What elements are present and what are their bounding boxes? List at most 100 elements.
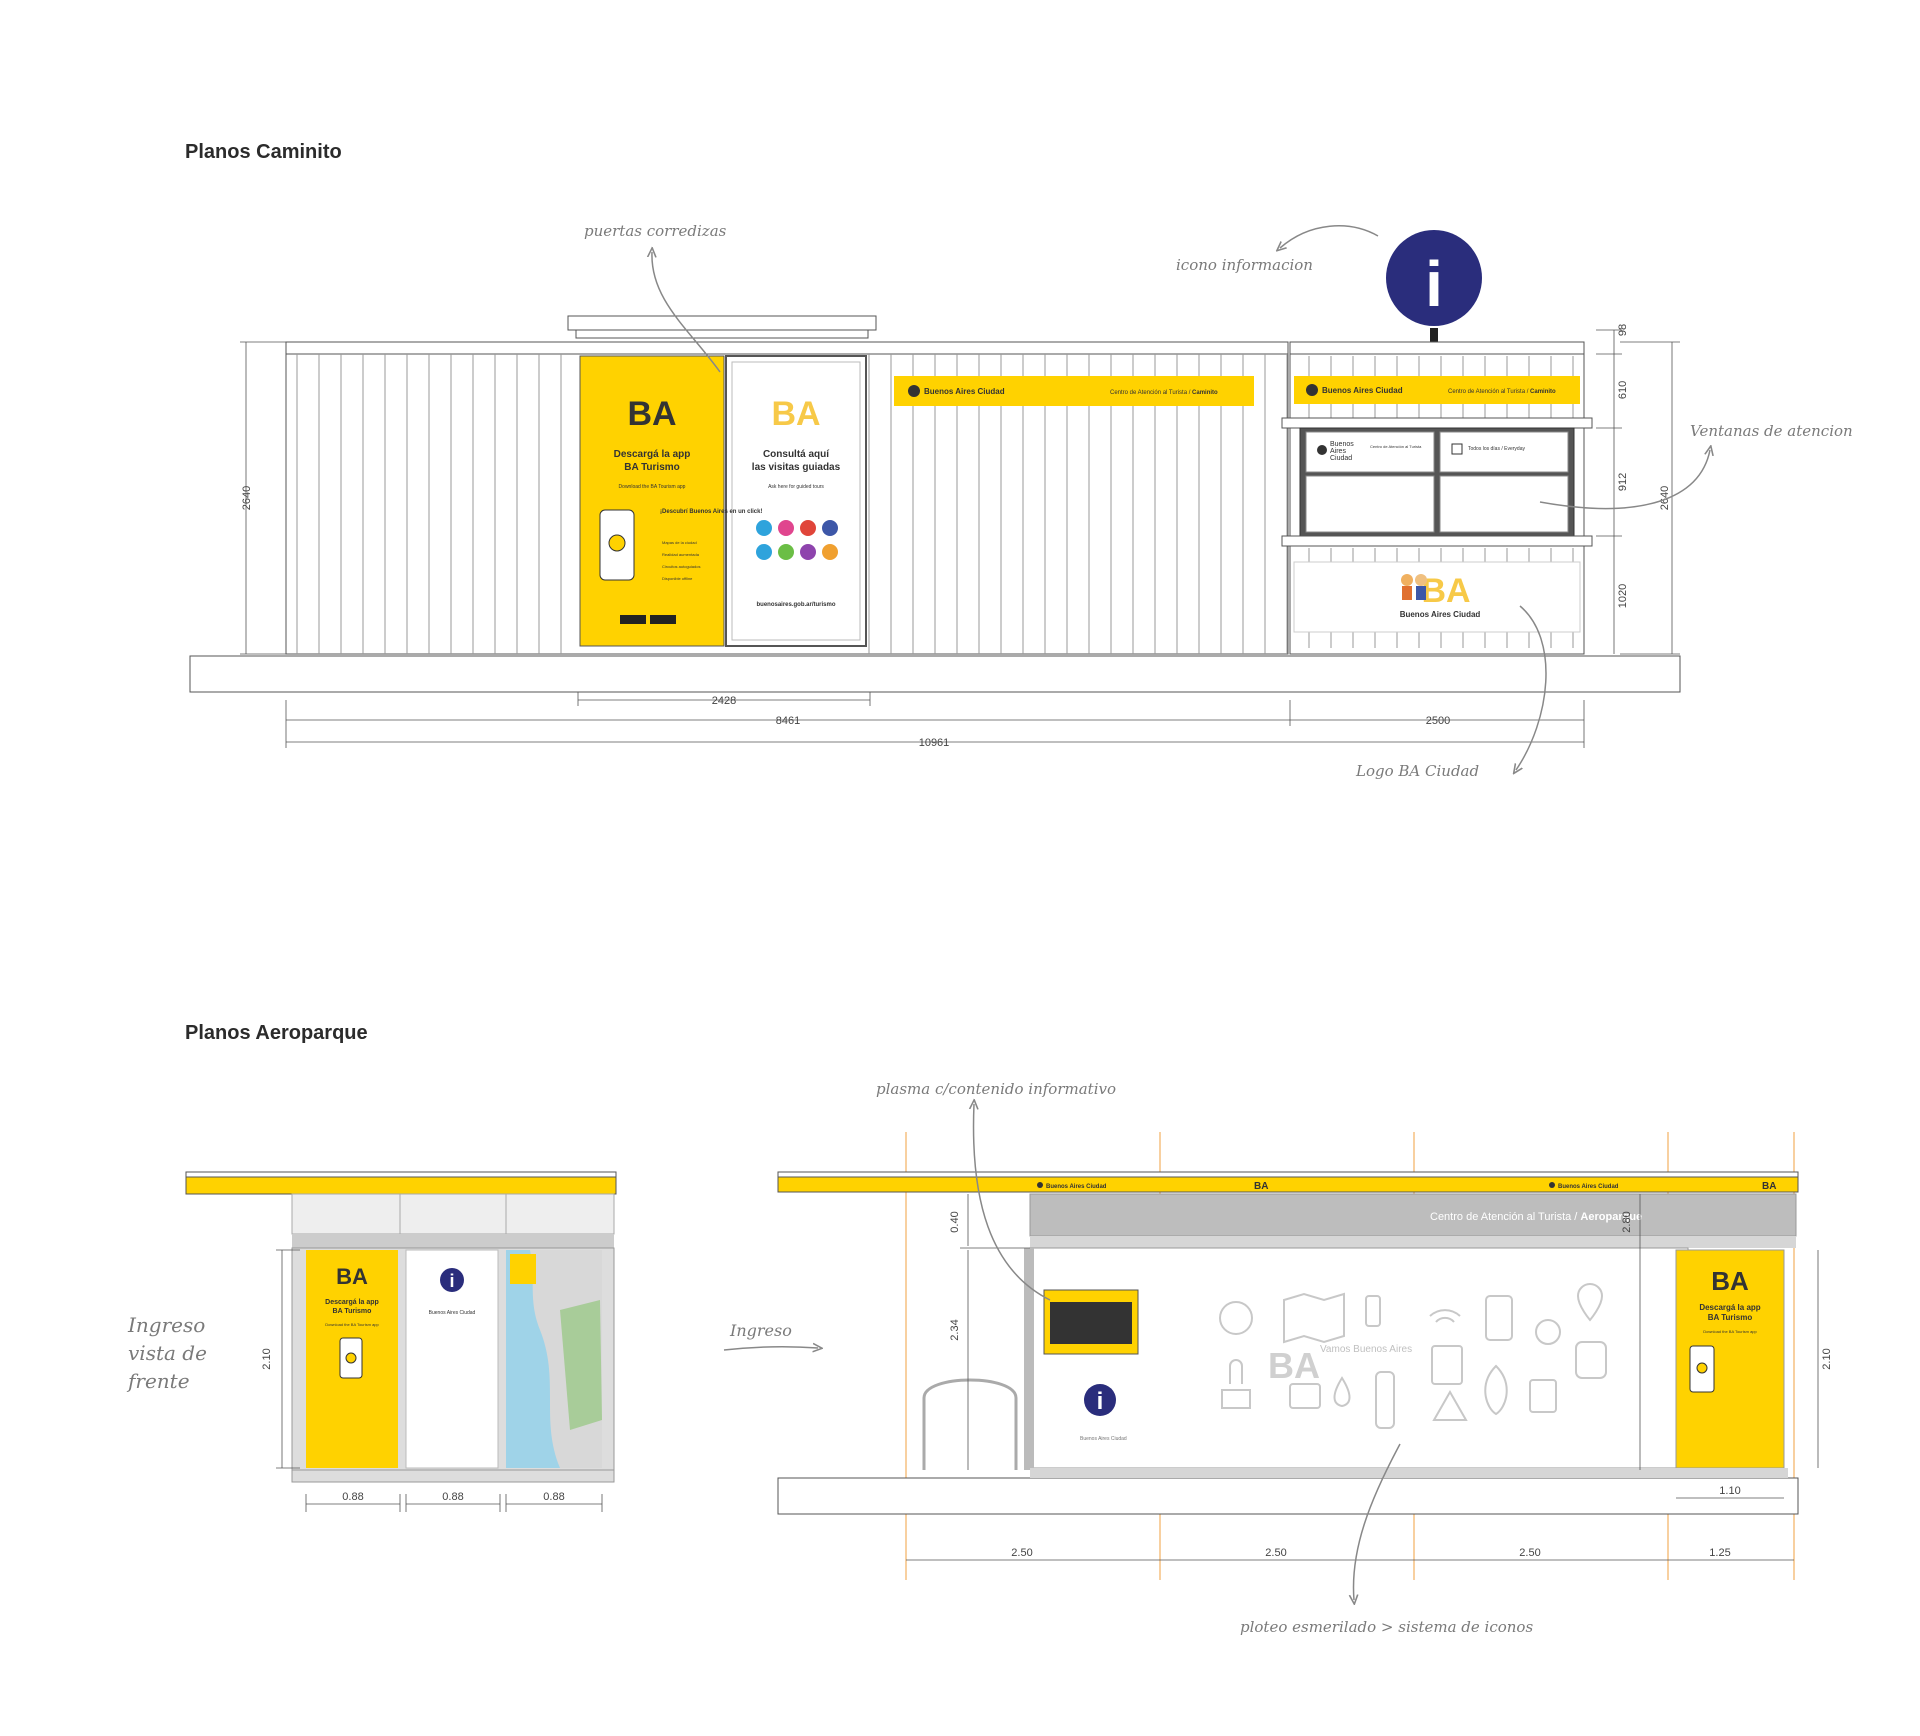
note-entry-front: Ingreso vista de frente: [126, 1313, 213, 1393]
dim-98: 98: [1617, 324, 1629, 336]
center-sign: [894, 376, 1254, 406]
dim-2428: 2428: [712, 695, 736, 707]
arrow-windows: [1539, 450, 1710, 510]
chat-icon: [1289, 1383, 1321, 1409]
side-app-line1: Descargá la app: [1699, 1303, 1760, 1312]
calendar-icon: [1451, 443, 1463, 455]
window-brand: Buenos: [1330, 441, 1354, 448]
side-fascia: [1029, 1193, 1797, 1237]
note-info-icon: icono informacion: [1176, 256, 1313, 274]
wheelchair-icon: [1535, 1319, 1561, 1345]
arrow-doors: [652, 252, 721, 373]
info-pole: [1430, 328, 1438, 344]
front-dim-w2: 0.88: [442, 1491, 463, 1503]
window-hours: Todos los días / Everyday: [1468, 446, 1525, 452]
side-glass: [1029, 1247, 1689, 1469]
leaf-icon: [1484, 1364, 1508, 1416]
aeroparque-front: BA Descargá la app BA Turismo Download t…: [126, 1171, 617, 1512]
visits-panel-sub: Ask here for guided tours: [768, 484, 824, 490]
dim-10961: 10961: [919, 737, 950, 749]
icon-system: [1219, 1283, 1607, 1429]
app-panel-logo: BA: [627, 395, 676, 433]
caminito-base: [189, 655, 1681, 693]
aeroparque-title: Planos Aeroparque: [185, 1022, 368, 1044]
book-icon: [1431, 1345, 1463, 1385]
caminito-dimensions: [240, 329, 1680, 748]
dim-8461: 8461: [776, 715, 800, 727]
front-app-line1: Descargá la app: [325, 1299, 379, 1306]
side-brand-small: Buenos Aires Ciudad: [1080, 1436, 1127, 1442]
note-windows: Ventanas de atencion: [1690, 422, 1853, 440]
front-dim-w1: 0.88: [342, 1491, 363, 1503]
logo-block-text: Buenos Aires Ciudad: [1400, 610, 1481, 619]
note-doors: puertas corredizas: [584, 222, 727, 240]
side-dim-110: 1.10: [1719, 1485, 1740, 1497]
side-header-ba: BA: [1762, 1181, 1776, 1192]
arrow-plasma: [974, 1104, 1051, 1301]
app-panel-item: Disponible offline: [662, 576, 693, 581]
drop-icon: [1333, 1376, 1351, 1408]
info-icon: [1386, 230, 1482, 326]
front-fascia: [291, 1193, 615, 1235]
side-header-brand: Buenos Aires Ciudad: [1558, 1184, 1619, 1190]
side-dim-250c: 2.50: [1519, 1547, 1540, 1559]
window-pane: [1439, 475, 1569, 533]
side-dimensions: [906, 1194, 1819, 1561]
bench: [922, 1378, 1018, 1470]
side-center-text: Centro de Atención al Turista / Aeroparq…: [1430, 1211, 1642, 1223]
front-info-icon: [440, 1268, 464, 1292]
info-icon-glyph: i: [1425, 248, 1443, 320]
note-icons: ploteo esmerilado > sistema de iconos: [1240, 1618, 1533, 1636]
dim-left-height: 2640: [241, 486, 253, 510]
side-app-sub: Download the BA Tourism app: [1703, 1329, 1757, 1334]
front-dimensions: [276, 1249, 603, 1512]
front-dim-w3: 0.88: [543, 1491, 564, 1503]
side-dim-125: 1.25: [1709, 1547, 1730, 1559]
side-dim-210: 2.10: [1821, 1348, 1833, 1369]
front-info-glyph: i: [449, 1271, 454, 1291]
side-dim-280: 2.80: [1621, 1211, 1633, 1232]
window-center: Centro de Atención al Turista: [1370, 444, 1422, 449]
app-panel-line2: BA Turismo: [624, 462, 680, 473]
backpack-icon: [1575, 1341, 1607, 1379]
visits-panel-line2: las visitas guiadas: [752, 462, 841, 473]
arrow-entry: [723, 1347, 818, 1350]
window-pane: [1305, 475, 1435, 533]
right-sign-text: Centro de Atención al Turista / Caminito: [1448, 389, 1556, 395]
front-app-logo: BA: [336, 1264, 368, 1289]
front-dim-height: 2.10: [261, 1348, 273, 1369]
right-sign-brand: Buenos Aires Ciudad: [1322, 386, 1403, 395]
front-base: [291, 1469, 615, 1483]
side-header-brand: Buenos Aires Ciudad: [1046, 1184, 1107, 1190]
window-ledge: [1281, 535, 1593, 547]
mobile-icon: [1485, 1295, 1513, 1341]
tour-icons: [756, 520, 838, 560]
center-sign-text: Centro de Atención al Turista / Caminito: [1110, 390, 1218, 396]
vamos-text: Vamos Buenos Aires: [1320, 1344, 1412, 1355]
chair-icon: [1219, 1301, 1253, 1335]
store-badge: [620, 615, 646, 624]
plug-icon: [1365, 1295, 1381, 1327]
app-panel-item: Circuitos autoguiados: [662, 564, 700, 569]
app-panel-phone-title: ¡Descubrí Buenos Aires en un click!: [660, 509, 762, 515]
mascot-icons: [1401, 574, 1427, 600]
note-plasma: plasma c/contenido informativo: [876, 1080, 1116, 1098]
logo-block-mark: BA: [1421, 572, 1470, 610]
door-canopy: [567, 315, 877, 331]
pin-icon: [1576, 1283, 1604, 1322]
window-pane: [1305, 431, 1435, 473]
app-panel-item: Realidad aumentada: [662, 552, 700, 557]
dim-2500: 2500: [1426, 715, 1450, 727]
app-panel-item: Mapas de la ciudad: [662, 540, 697, 545]
side-dim-250a: 2.50: [1011, 1547, 1032, 1559]
center-sign-brand: Buenos Aires Ciudad: [924, 387, 1005, 396]
dim-1020: 1020: [1617, 584, 1629, 608]
dim-912: 912: [1617, 473, 1629, 491]
front-app-sub: Download the BA Tourism app: [325, 1322, 379, 1327]
front-info-brand: Buenos Aires Ciudad: [429, 1310, 476, 1316]
hand-icon: [1221, 1359, 1251, 1409]
vamos-ba: BA: [1268, 1345, 1320, 1386]
bottle-icon: [1375, 1371, 1395, 1429]
visits-panel-logo: BA: [771, 395, 820, 433]
